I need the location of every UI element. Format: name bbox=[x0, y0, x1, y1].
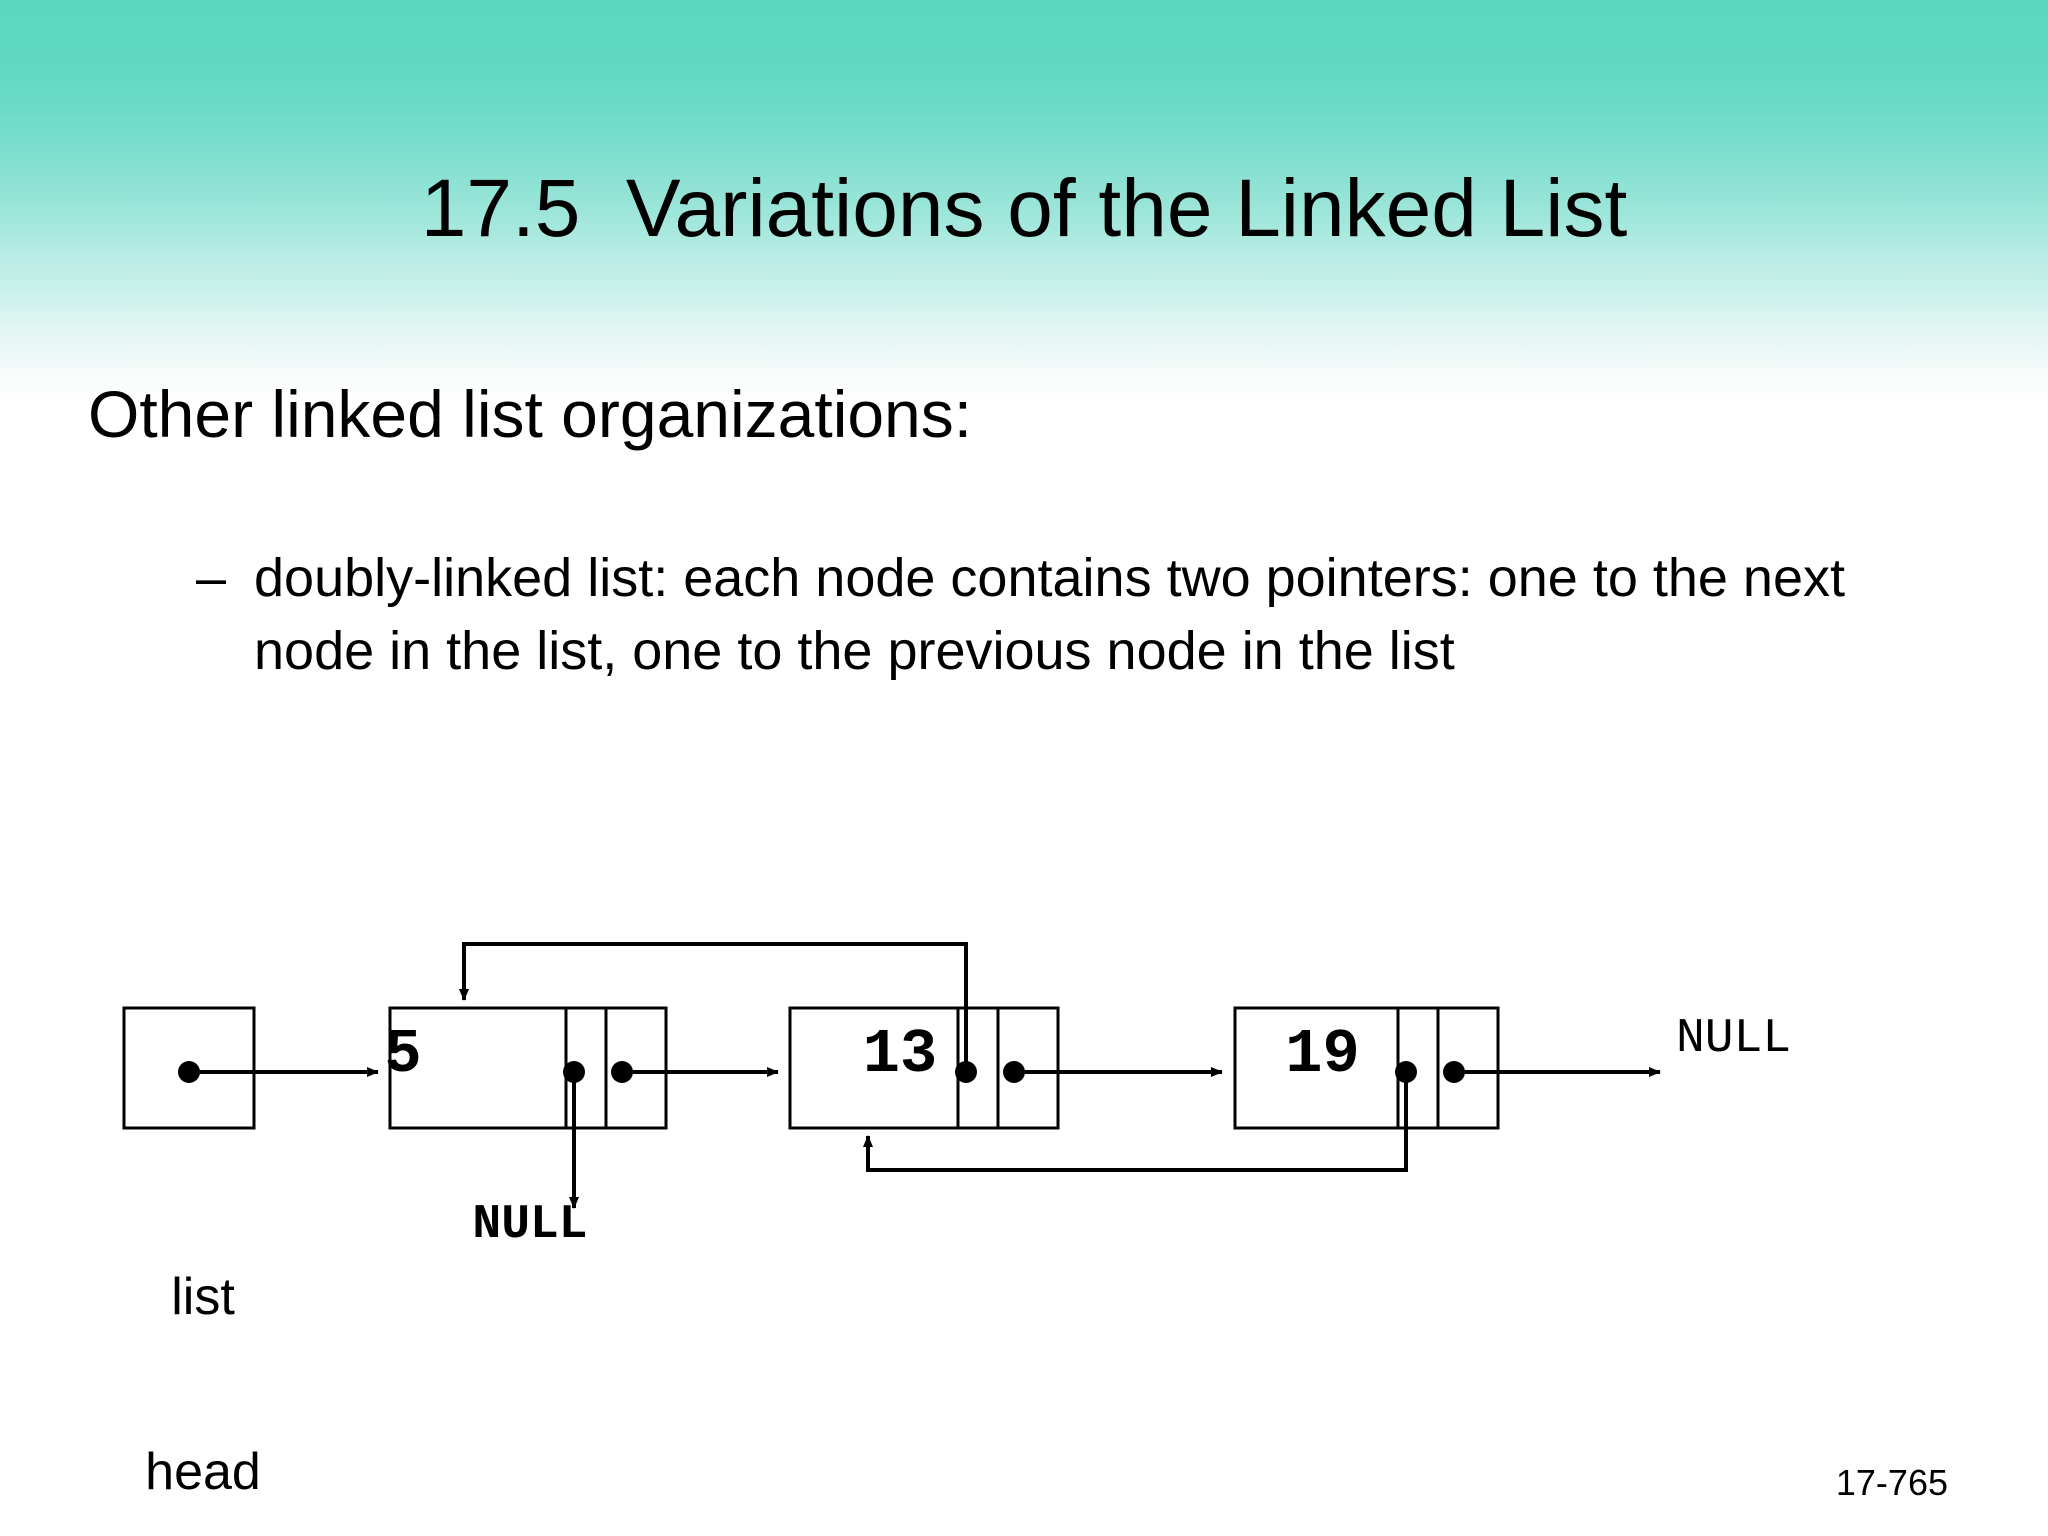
node-13-next-cell bbox=[996, 1006, 1060, 1130]
node-13-prev-dot bbox=[955, 1061, 977, 1083]
bullet-dash-marker: – bbox=[196, 548, 227, 608]
node-5-next-dot bbox=[611, 1061, 633, 1083]
list-head-box bbox=[122, 1006, 256, 1130]
bullet-item-text: doubly-linked list: each node contains t… bbox=[254, 548, 1845, 681]
node-5-value-label: 5 bbox=[384, 1019, 422, 1090]
page-title: 17.5 Variations of the Linked List bbox=[420, 163, 1628, 254]
node-5-next-cell bbox=[604, 1006, 668, 1130]
node-19-value-cell bbox=[1233, 1006, 1412, 1130]
node-13-next-dot bbox=[1003, 1061, 1025, 1083]
list-head-label-line2: head bbox=[145, 1443, 261, 1502]
node-19-prev-dot bbox=[1395, 1061, 1417, 1083]
node-13-prev-cell bbox=[956, 1006, 1000, 1130]
list-head-pointer-dot bbox=[178, 1061, 200, 1083]
node-5-value-cell bbox=[388, 1006, 608, 1130]
node-5-prev-dot bbox=[563, 1061, 585, 1083]
node-19-next-cell bbox=[1436, 1006, 1500, 1130]
page-number: 17-765 bbox=[1835, 1462, 1948, 1503]
node-19-prev-to-node-13-arrow bbox=[863, 1072, 1408, 1172]
bullet-list-item: – doubly-linked list: each node contains… bbox=[196, 542, 1976, 688]
node-13-prev-to-node-5-arrow bbox=[459, 942, 968, 1072]
node-19-next-dot bbox=[1443, 1061, 1465, 1083]
node-19-value-label: 19 bbox=[1285, 1019, 1360, 1090]
list-head-label-line1: list bbox=[171, 1268, 235, 1327]
node-19-next-null-label: NULL bbox=[1676, 1012, 1792, 1066]
node-5-prev-null-label: NULL bbox=[472, 1198, 588, 1252]
node-13-value-cell bbox=[788, 1006, 972, 1130]
node-13-value-label: 13 bbox=[862, 1019, 938, 1090]
node-5-prev-cell bbox=[564, 1006, 608, 1130]
list-head-label: list head bbox=[88, 1152, 318, 1536]
node-19-prev-cell bbox=[1396, 1006, 1440, 1130]
lead-line-text: Other linked list organizations: bbox=[88, 377, 973, 451]
background-gradient-band bbox=[0, 0, 2048, 400]
